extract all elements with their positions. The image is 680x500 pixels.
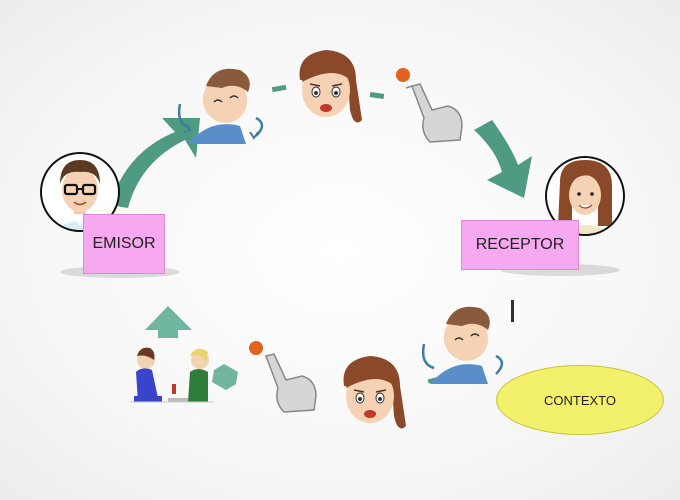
man-avatar-icon	[40, 152, 120, 232]
receptor-label-text: RECEPTOR	[475, 236, 565, 253]
receptor-label: RECEPTOR	[461, 220, 579, 270]
arrow-top-left	[110, 118, 200, 208]
worried-girl-icon-2	[343, 356, 406, 429]
arrow-up-left	[145, 306, 192, 338]
thinking-man-icon-2	[421, 306, 504, 384]
arrow-bottom-mid	[212, 364, 238, 390]
pointing-hand-icon-2	[265, 353, 317, 413]
pointing-hand-icon	[405, 83, 463, 143]
contexto-oval: CONTEXTO	[496, 365, 664, 435]
children-playing-icon	[130, 347, 214, 403]
woman-avatar-icon	[545, 156, 625, 236]
emisor-label-text: EMISOR	[92, 235, 156, 252]
emisor-label: EMISOR	[83, 214, 165, 274]
orange-ball-icon-2	[249, 341, 263, 355]
contexto-label-text: CONTEXTO	[544, 392, 616, 408]
worried-girl-icon	[299, 50, 362, 123]
arrow-top-right	[474, 120, 532, 198]
orange-ball-icon	[396, 68, 410, 82]
thinking-man-icon	[177, 68, 264, 144]
